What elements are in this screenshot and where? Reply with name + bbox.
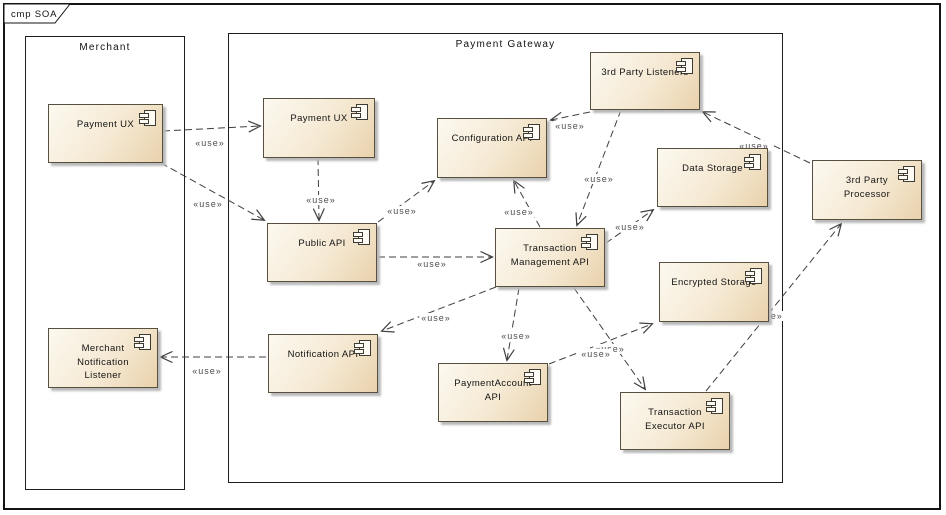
component-icon <box>522 123 542 142</box>
component-notification-api[interactable]: Notification API <box>268 334 378 393</box>
component-icon <box>353 339 373 358</box>
component-label-line: Merchant <box>81 343 125 354</box>
component-icon <box>133 333 153 352</box>
component-icon <box>350 103 370 122</box>
component-label-line: 3rd Party <box>845 175 889 186</box>
use-label-third-party-processor-to-third-party-listeners: «use» <box>737 141 771 151</box>
component-label-line: 3rd Party Listeners <box>601 67 689 78</box>
component-icon <box>352 228 372 247</box>
component-label-line: Payment UX <box>76 119 135 130</box>
component-icon <box>744 267 764 286</box>
component-label-line: Management API <box>510 256 590 268</box>
component-icon <box>705 397 725 416</box>
component-icon <box>580 233 600 252</box>
use-label-public-api-to-configuration-api: «use» <box>385 206 419 216</box>
use-label-transaction-management-api-to-payment-account-api: «use» <box>499 331 533 341</box>
component-label-line: Notification <box>77 356 129 368</box>
frame-title-payment-gateway: Payment Gateway <box>455 39 556 50</box>
component-icon <box>675 57 695 76</box>
component-label: Payment UX <box>49 105 162 162</box>
component-label: Encrypted Storage <box>660 263 768 321</box>
use-label-transaction-management-api-to-notification-api: «use» <box>419 313 453 323</box>
component-label-line: Executor API <box>645 420 705 432</box>
use-label-third-party-listeners-to-transaction-management-api: «use» <box>582 174 616 184</box>
use-label-merchant-payment-ux-to-public-api: «use» <box>191 199 225 209</box>
frame-title-merchant: Merchant <box>79 42 131 53</box>
component-label-line: Processor <box>843 188 891 200</box>
frame-merchant: Merchant <box>25 36 185 490</box>
component-label-line: Transaction <box>648 407 702 418</box>
use-label-notification-api-to-merchant-notification-listener: «use» <box>190 366 224 376</box>
component-third-party-listeners[interactable]: 3rd Party Listeners <box>590 52 700 110</box>
component-encrypted-storage[interactable]: Encrypted Storage <box>659 262 769 322</box>
component-label: Payment UX <box>264 99 374 157</box>
use-label-third-party-listeners-to-configuration-api: «use» <box>553 121 587 131</box>
component-label-line: Encrypted Storage <box>671 277 757 288</box>
diagram-frame <box>3 3 941 510</box>
component-label-line: Notification API <box>287 349 359 360</box>
use-label-gateway-payment-ux-to-public-api: «use» <box>304 195 338 205</box>
use-label-public-api-to-transaction-management-api: «use» <box>415 259 449 269</box>
component-data-storage[interactable]: Data Storage <box>657 148 768 207</box>
component-label-line: Data Storage <box>682 163 743 174</box>
component-icon <box>523 368 543 387</box>
component-label: Notification API <box>269 335 377 392</box>
component-label: Configuration API <box>438 119 546 177</box>
use-label-transaction-management-api-to-data-storage: «use» <box>613 222 647 232</box>
component-public-api[interactable]: Public API <box>267 223 377 282</box>
component-label-line: Configuration API <box>451 133 533 144</box>
use-label-merchant-payment-ux-to-gateway-payment-ux: «use» <box>193 138 227 148</box>
component-gateway-payment-ux[interactable]: Payment UX <box>263 98 375 158</box>
component-label-line: Public API <box>298 238 346 249</box>
component-configuration-api[interactable]: Configuration API <box>437 118 547 178</box>
component-icon <box>138 109 158 128</box>
component-label-line: PaymentAccount <box>454 378 532 389</box>
component-icon <box>897 165 917 184</box>
component-label-line: API <box>484 391 502 403</box>
component-label-line: Payment UX <box>290 113 348 124</box>
component-label: Data Storage <box>658 149 767 206</box>
component-label: Public API <box>268 224 376 281</box>
component-label-line: Listener <box>84 370 122 381</box>
component-label: 3rd Party Listeners <box>591 53 699 109</box>
component-merchant-payment-ux[interactable]: Payment UX <box>48 104 163 163</box>
component-icon <box>743 153 763 172</box>
component-label-line: Transaction <box>523 243 577 254</box>
use-label-payment-account-api-to-encrypted-storage: «use» <box>579 349 613 359</box>
use-label-transaction-management-api-to-configuration-api: «use» <box>502 207 536 217</box>
